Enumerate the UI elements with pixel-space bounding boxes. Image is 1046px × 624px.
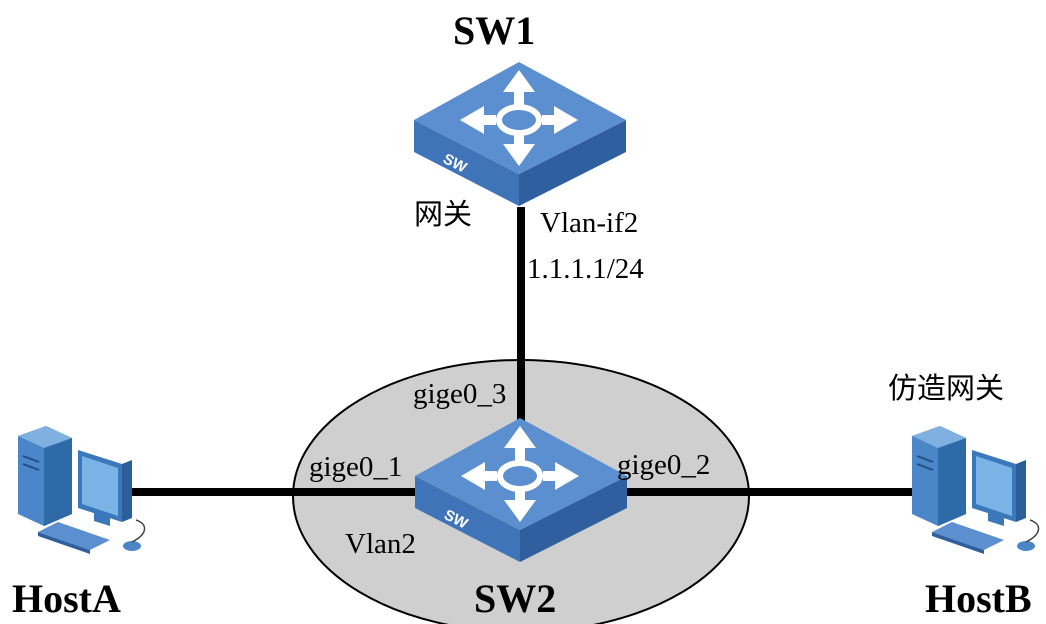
port-gige0-3-label: gige0_3 (413, 378, 506, 410)
sw2-label: SW2 (474, 576, 556, 621)
sw1-ip-label: 1.1.1.1/24 (527, 253, 644, 285)
hostb-role-label: 仿造网关 (888, 371, 1004, 405)
sw1-label: SW1 (453, 8, 535, 53)
hostb-label: HostB (925, 576, 1032, 621)
desktop-computer-icon (18, 426, 146, 554)
port-gige0-1-label: gige0_1 (309, 451, 402, 483)
gateway-label: 网关 (414, 197, 472, 231)
port-gige0-2-label: gige0_2 (617, 449, 710, 481)
switch-icon: SW (414, 62, 626, 206)
hosta-label: HostA (12, 576, 121, 621)
switch-icon: SW (415, 418, 627, 562)
vlan2-label: Vlan2 (345, 528, 416, 560)
sw1-interface-label: Vlan-if2 (540, 207, 638, 239)
desktop-computer-icon (912, 426, 1040, 554)
